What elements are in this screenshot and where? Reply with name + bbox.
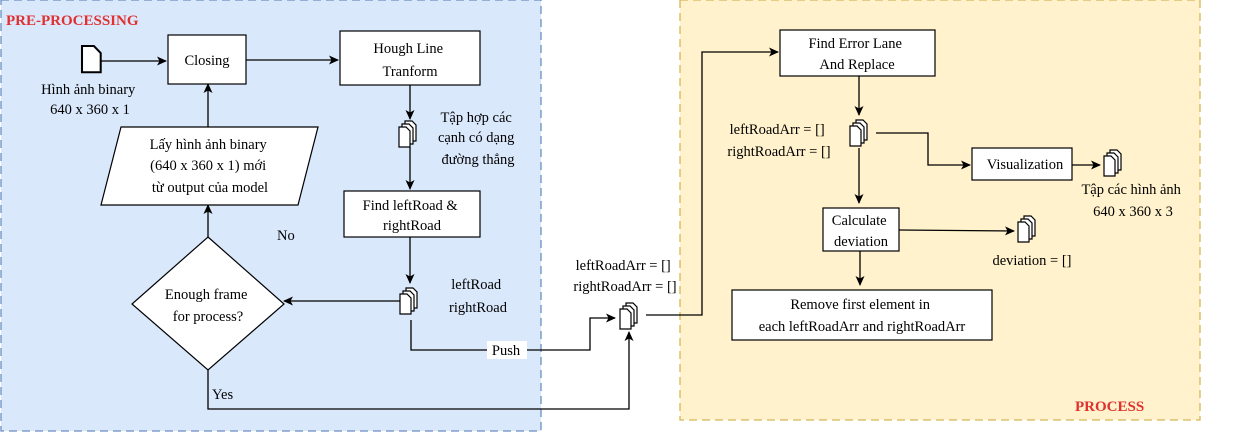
lines-doc-label: Tập hợp các cạnh có dạng đường thẳng	[438, 110, 518, 168]
process-title: PROCESS	[1075, 399, 1144, 415]
images-multi-document-icon	[1103, 149, 1122, 177]
connectors	[101, 47, 1101, 410]
deviation-label: deviation = []	[992, 253, 1071, 269]
find-road-label: Find leftRoad & rightRoad	[363, 198, 462, 234]
new-input-label: Lấy hình ảnh binary (640 x 360 x 1) mới …	[150, 137, 271, 196]
remove-label: Remove first element in each leftRoadArr…	[759, 297, 966, 335]
edge-calc-dev	[898, 226, 1015, 236]
edge-arr-finderror	[646, 47, 779, 316]
hough-box	[339, 30, 481, 86]
closing-box	[167, 34, 247, 85]
process-zone	[679, 0, 1201, 421]
new-input-parallelogram	[100, 126, 319, 206]
arr-doc-label: leftRoadArr = [] rightRoadArr = []	[573, 258, 676, 295]
push-label: Push	[492, 343, 521, 359]
yes-label: Yes	[212, 387, 233, 403]
calc-deviation-box	[822, 207, 900, 252]
deviation-multi-document-icon	[1017, 215, 1036, 243]
remove-box	[731, 289, 993, 341]
find-error-label: Find Error Lane And Replace	[808, 36, 905, 73]
edge-yes	[207, 331, 634, 410]
arr-doc2-label: leftRoadArr = [] rightRoadArr = []	[727, 122, 830, 160]
decision-diamond	[131, 236, 285, 371]
array2-multi-document-icon	[849, 119, 868, 147]
array-multi-document-icon	[619, 302, 638, 330]
edge-arr2-visual	[876, 132, 971, 170]
lines-multi-document-icon	[398, 120, 417, 148]
push-label-bg	[487, 341, 527, 359]
find-road-box	[343, 190, 481, 238]
decision-label: Enough frame for process?	[165, 287, 251, 325]
closing-label: Closing	[184, 53, 229, 69]
find-error-box	[779, 29, 936, 77]
calc-deviation-label: Calculate deviation	[832, 213, 890, 250]
visualization-label: Visualization	[987, 157, 1064, 173]
road-doc-label: leftRoad rightRoad	[449, 277, 508, 316]
road-multi-document-icon	[399, 287, 418, 315]
input-doc-label: Hình ảnh binary 640 x 360 x 1	[41, 82, 139, 118]
images-label: Tập các hình ảnh 640 x 360 x 3	[1081, 182, 1184, 220]
visualization-box	[971, 147, 1073, 181]
no-label: No	[277, 228, 295, 244]
hough-label: Hough Line Tranform	[373, 41, 446, 80]
edge-road-push	[410, 313, 616, 351]
preprocessing-title: PRE-PROCESSING	[6, 13, 139, 29]
input-document-icon	[80, 44, 102, 74]
